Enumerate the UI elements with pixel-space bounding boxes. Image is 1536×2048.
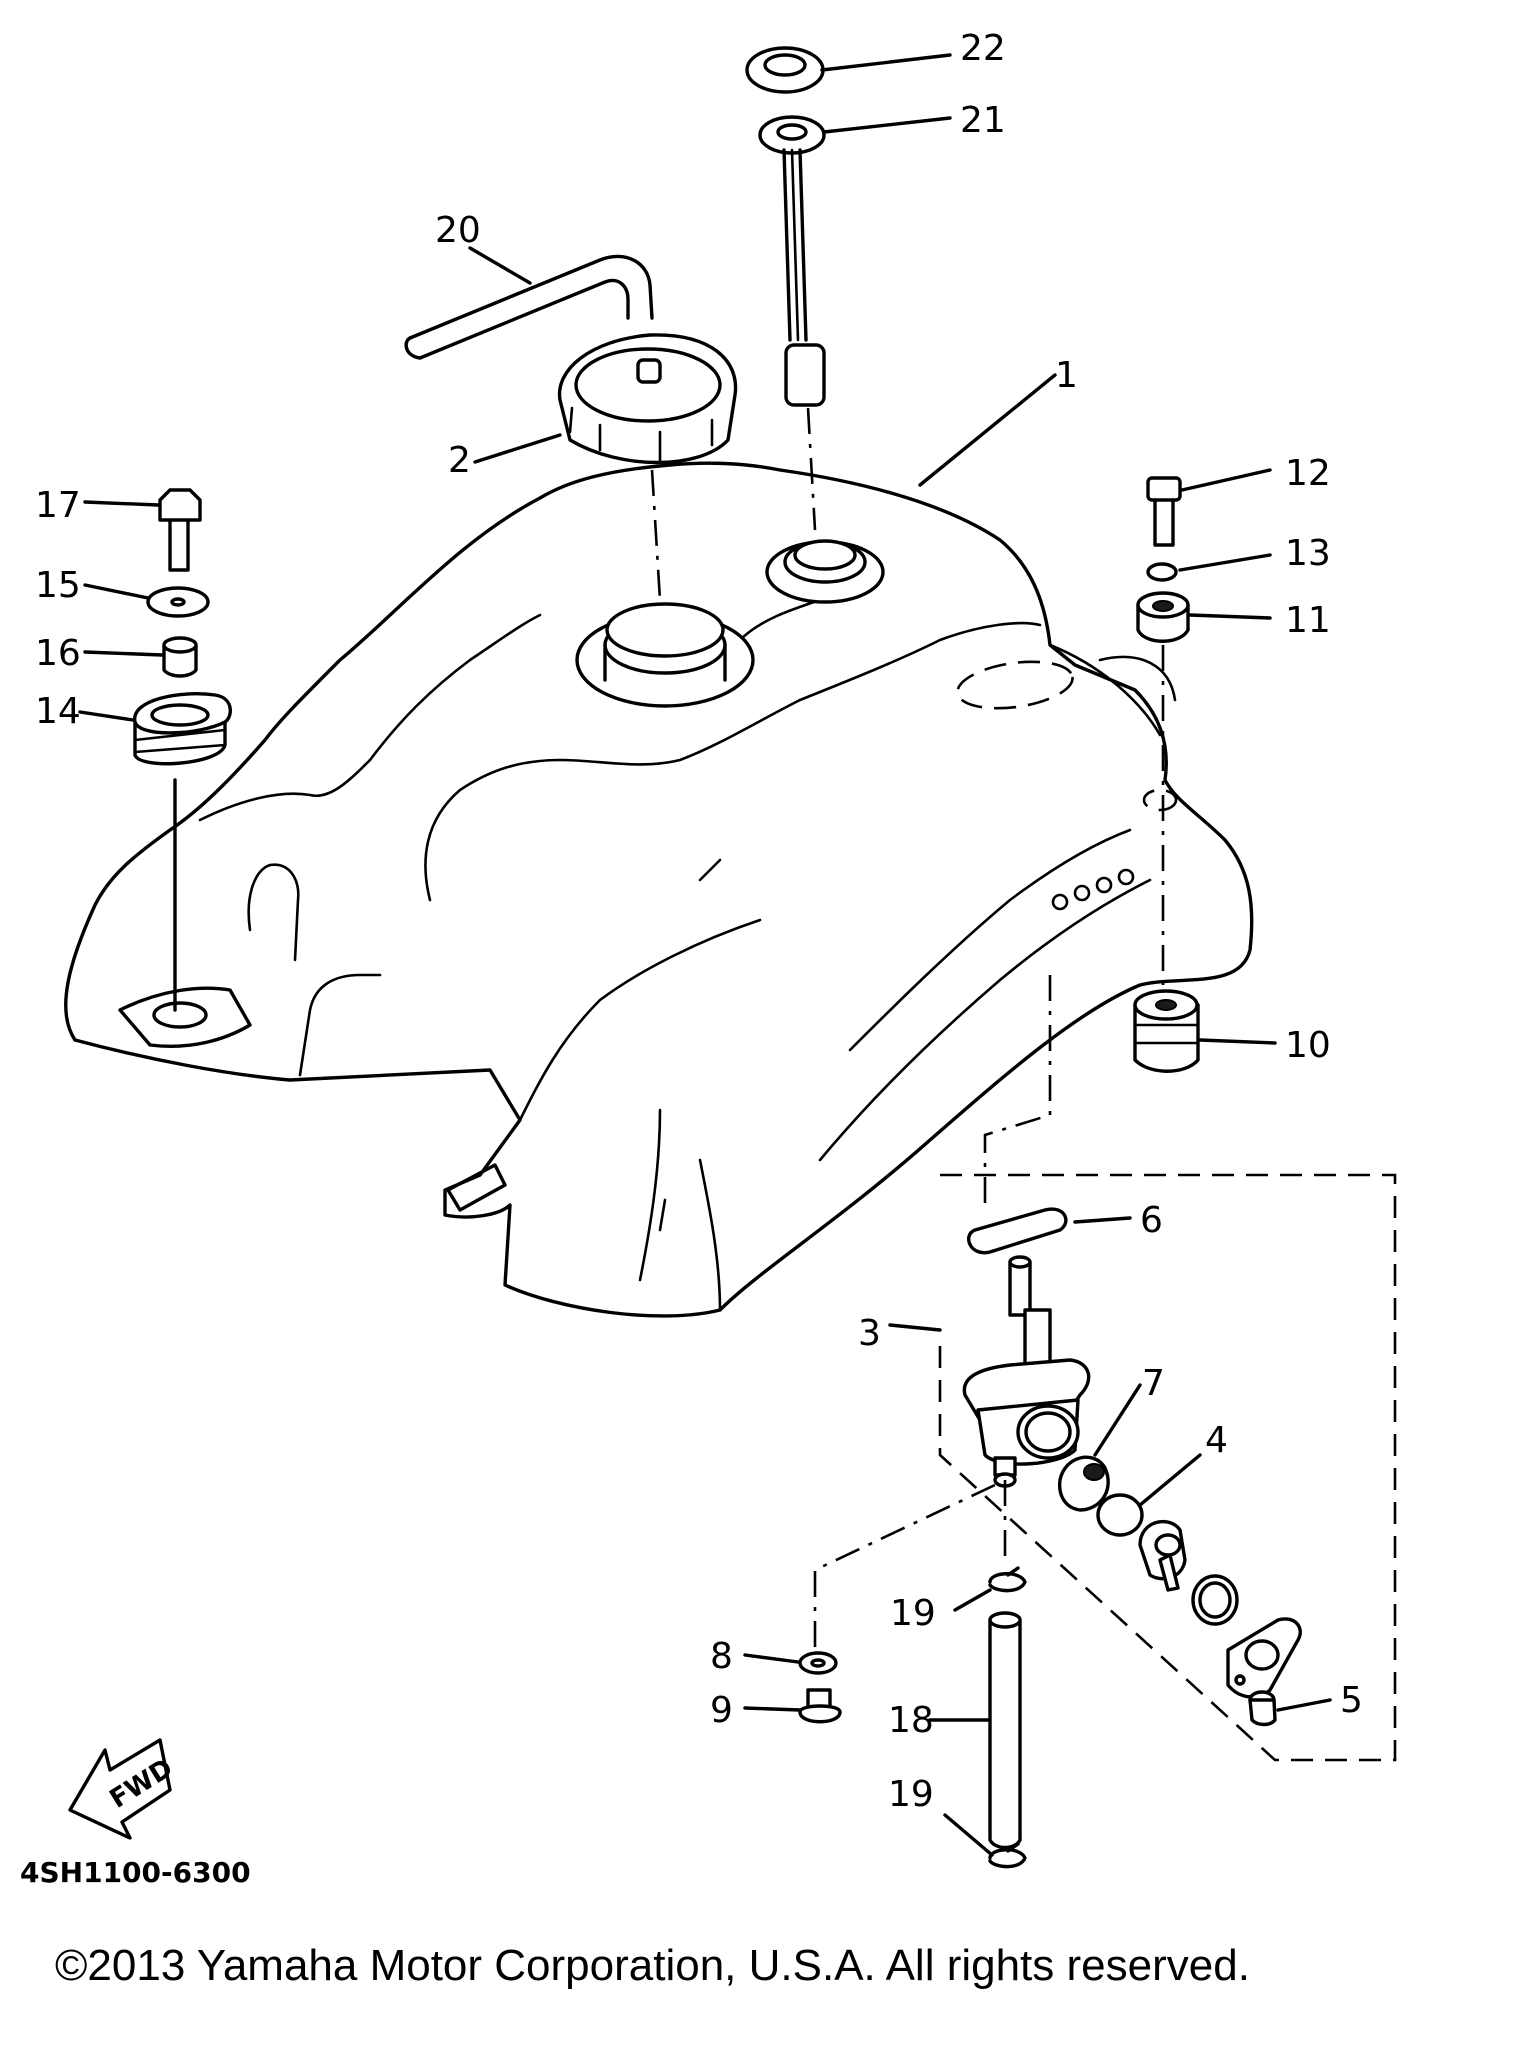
callout-2: 2 (448, 440, 471, 481)
callout-7: 7 (1142, 1363, 1165, 1404)
leader-3 (888, 1323, 942, 1332)
callout-19a: 19 (890, 1593, 936, 1634)
lever-4b[interactable] (1138, 1519, 1187, 1592)
clip-19a[interactable] (953, 1566, 1027, 1612)
callout-5: 5 (1340, 1680, 1363, 1721)
bolt-17[interactable] (83, 488, 202, 572)
collar-11[interactable] (1136, 591, 1272, 1000)
fuel-cock-mount-line (983, 975, 1052, 1205)
gasket-6[interactable] (967, 1207, 1132, 1255)
callout-11: 11 (1285, 600, 1331, 641)
callout-6: 6 (1140, 1200, 1163, 1241)
part-code: 4SH1100-6300 (20, 1856, 251, 1889)
callout-18: 18 (888, 1700, 934, 1741)
callout-20: 20 (435, 210, 481, 251)
callout-21: 21 (960, 100, 1006, 141)
callout-19b: 19 (888, 1774, 934, 1815)
callout-8: 8 (710, 1636, 733, 1677)
callout-9: 9 (710, 1690, 733, 1731)
screw-5[interactable] (1248, 1690, 1332, 1727)
copyright-notice: ©2013 Yamaha Motor Corporation, U.S.A. A… (55, 1941, 1250, 1990)
callout-14: 14 (35, 691, 81, 732)
callout-16: 16 (35, 633, 81, 674)
callout-1: 1 (1055, 355, 1078, 396)
o-ring-4[interactable] (1096, 1453, 1202, 1537)
washer-15[interactable] (83, 583, 210, 618)
o-ring-small[interactable] (1191, 1574, 1239, 1626)
vent-hose-20[interactable] (404, 246, 654, 360)
drain-screw-9[interactable] (743, 1688, 842, 1724)
clip-19b[interactable] (943, 1813, 1027, 1869)
grommet-22[interactable] (745, 46, 952, 94)
callout-10: 10 (1285, 1025, 1331, 1066)
fuel-cock-boundary (938, 1173, 1397, 1762)
cover-plate[interactable] (1226, 1617, 1302, 1699)
leader-1 (918, 373, 1057, 487)
callout-4: 4 (1205, 1420, 1228, 1461)
packing-7[interactable] (1057, 1383, 1142, 1512)
fuel-sender-21[interactable] (758, 115, 952, 531)
fuel-cap-2[interactable] (473, 333, 738, 601)
bolt-12[interactable] (1146, 468, 1272, 547)
callout-13: 13 (1285, 533, 1331, 574)
washer-13[interactable] (1146, 553, 1272, 582)
damper-14[interactable] (78, 692, 232, 1012)
washer-8[interactable] (743, 1651, 838, 1675)
fuel-hose-18[interactable] (928, 1611, 1022, 1850)
callout-15: 15 (35, 565, 81, 606)
fuel-tank[interactable] (64, 461, 1254, 1318)
collar-16[interactable] (83, 636, 198, 678)
forward-arrow-icon: FWD (68, 1738, 178, 1840)
callout-17: 17 (35, 485, 81, 526)
drain-line (813, 1483, 996, 1650)
callout-3: 3 (858, 1313, 881, 1354)
grommet-10[interactable] (1133, 989, 1277, 1073)
fuel-cock-3[interactable] (962, 1255, 1091, 1488)
callout-22: 22 (960, 28, 1006, 69)
callout-12: 12 (1285, 453, 1331, 494)
